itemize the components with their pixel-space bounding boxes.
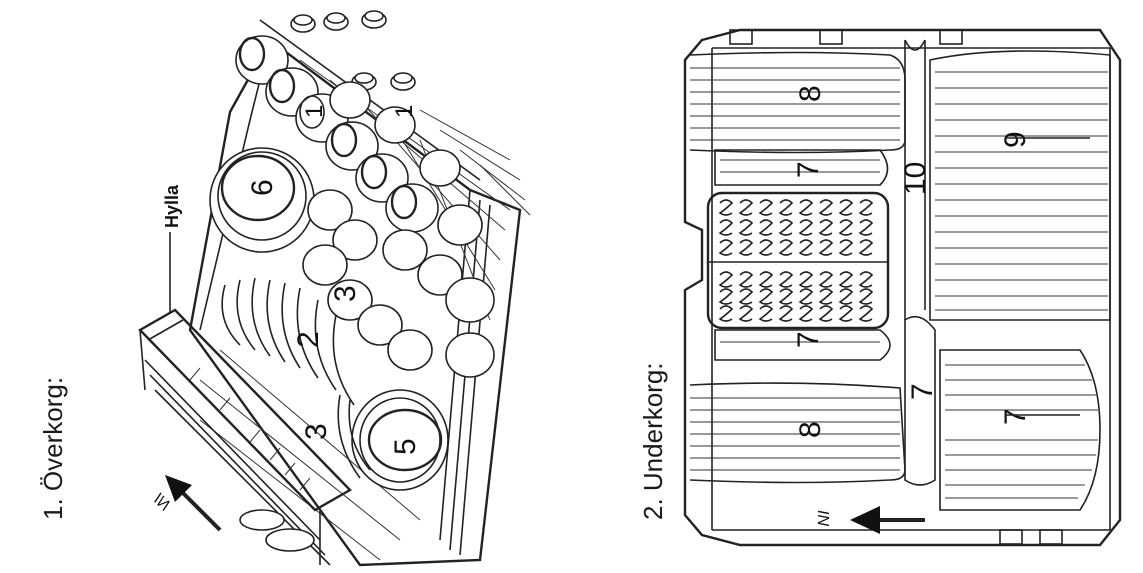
cutlery-slot	[778, 239, 794, 256]
cutlery-slot	[758, 199, 774, 216]
cutlery-slot	[738, 239, 754, 256]
cutlery-slot	[718, 305, 734, 322]
cutlery-slot	[738, 271, 754, 288]
rack-section-middle	[904, 315, 936, 486]
cutlery-slot	[798, 219, 814, 236]
item-number: 5	[389, 438, 422, 455]
plate-rack-right-bottom	[939, 349, 1101, 511]
shelf-label: Hylla	[162, 184, 182, 228]
cutlery-slot	[858, 199, 874, 216]
upper-direction-arrow	[165, 475, 222, 532]
cutlery-slot	[798, 199, 814, 216]
cutlery-slot	[718, 288, 734, 305]
cutlery-slot	[718, 219, 734, 236]
cutlery-slot	[818, 271, 834, 288]
item-number: 1	[391, 105, 418, 118]
bowls-row	[302, 189, 495, 378]
cutlery-slot	[778, 219, 794, 236]
upper-direction-label: IN	[151, 489, 175, 513]
cutlery-slot	[798, 305, 814, 322]
item-number: 8	[794, 85, 827, 102]
cutlery-slot	[838, 288, 854, 305]
plate-item-five	[337, 389, 449, 491]
cutlery-slot	[858, 288, 874, 305]
item-number: 8	[794, 421, 827, 438]
cutlery-slot	[718, 239, 734, 256]
cutlery-slot	[858, 219, 874, 236]
cutlery-slot	[858, 271, 874, 288]
cutlery-slot	[818, 199, 834, 216]
item-number: 6	[246, 179, 279, 196]
cutlery-slot	[738, 199, 754, 216]
cutlery-slot	[778, 288, 794, 305]
cutlery-slot	[758, 288, 774, 305]
cutlery-slot	[838, 199, 854, 216]
cutlery-grid	[718, 199, 874, 322]
cutlery-slot	[758, 239, 774, 256]
cutlery-slot	[778, 305, 794, 322]
cutlery-slot	[798, 271, 814, 288]
upper-item-numbers: 1 1 6 3 2 3 5	[246, 105, 422, 455]
cutlery-slot	[858, 305, 874, 322]
plate-rack-bottom-left	[689, 382, 906, 484]
large-plate-item	[209, 147, 315, 253]
lower-direction-arrow	[850, 506, 925, 534]
item-number: 2	[292, 331, 325, 348]
item-number: 10	[899, 162, 932, 195]
rack-section-bottom-center	[714, 329, 891, 361]
cutlery-slot	[818, 288, 834, 305]
item-number: 7	[792, 331, 825, 348]
cutlery-slot	[858, 239, 874, 256]
cutlery-slot	[738, 305, 754, 322]
item-number: 1	[301, 105, 328, 118]
lower-basket-diagram: 2. Underkorg:	[638, 28, 1122, 547]
item-number: 3	[300, 423, 333, 440]
cutlery-slot	[798, 239, 814, 256]
cutlery-slot	[718, 271, 734, 288]
cutlery-slot	[838, 305, 854, 322]
rack-section-top-center	[714, 149, 889, 186]
cutlery-slot	[838, 239, 854, 256]
cutlery-slot	[778, 199, 794, 216]
cutlery-slot	[798, 288, 814, 305]
utensils	[239, 509, 315, 552]
cutlery-slot	[718, 199, 734, 216]
upper-basket-diagram: 1. Överkorg:	[38, 10, 531, 567]
cutlery-basket	[706, 191, 890, 330]
cutlery-slot	[758, 271, 774, 288]
cutlery-slot	[778, 271, 794, 288]
cutlery-slot	[818, 305, 834, 322]
plate-rack-right-top	[929, 50, 1111, 321]
item-number: 7	[999, 408, 1032, 425]
stacked-plates	[221, 277, 355, 406]
lower-leader-lines	[1005, 137, 1090, 416]
item-number: 3	[329, 285, 362, 302]
cutlery-slot	[738, 288, 754, 305]
cups-row	[235, 35, 483, 246]
cutlery-slot	[838, 219, 854, 236]
lower-item-numbers: 8 7 10 9 7 7 7 8	[792, 85, 1032, 438]
cutlery-slot	[758, 219, 774, 236]
plate-rack-top-left	[689, 51, 906, 154]
cutlery-slot	[758, 305, 774, 322]
item-number: 7	[906, 383, 939, 400]
upper-basket-caption: 1. Överkorg:	[38, 377, 68, 520]
cutlery-slot	[738, 219, 754, 236]
lower-direction-label: IN	[814, 510, 831, 526]
item-number: 9	[999, 131, 1032, 148]
cutlery-slot	[818, 239, 834, 256]
cutlery-slot	[838, 271, 854, 288]
item-number: 7	[792, 161, 825, 178]
cutlery-slot	[818, 219, 834, 236]
lower-rack-frame	[683, 28, 1122, 547]
lower-basket-caption: 2. Underkorg:	[638, 362, 668, 520]
